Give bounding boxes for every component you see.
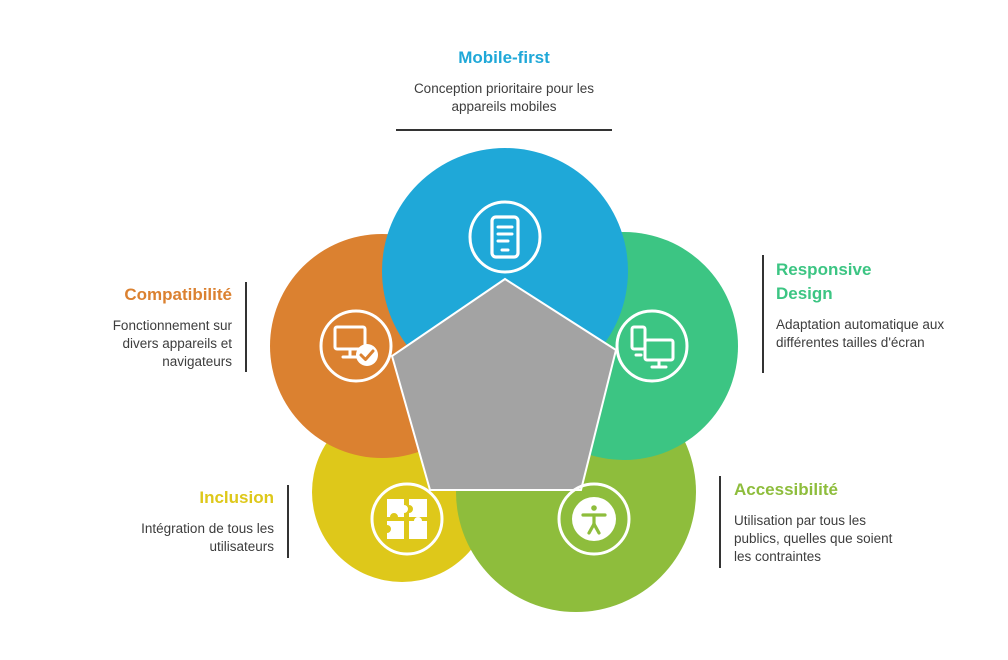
divider-compatibility <box>245 282 247 372</box>
label-mobile-first: Mobile-first Conception prioritaire pour… <box>390 46 618 116</box>
devices-icon <box>615 309 689 383</box>
puzzle-icon <box>370 482 444 556</box>
divider-accessibility <box>719 476 721 568</box>
label-compatibility: Compatibilité Fonctionnement sur divers … <box>72 283 232 371</box>
mobile-document-icon <box>468 200 542 274</box>
monitor-check-icon <box>319 309 393 383</box>
segment-description-mobile: Conception prioritaire pour les appareil… <box>413 81 595 114</box>
segment-description-inclusion: Intégration de tous les utilisateurs <box>141 521 274 554</box>
segment-title-responsive: Responsive Design <box>776 260 872 303</box>
label-inclusion: Inclusion Intégration de tous les utilis… <box>110 486 274 556</box>
segment-description-accessibility: Utilisation par tous les publics, quelle… <box>734 513 893 564</box>
segment-title-accessibility: Accessibilité <box>734 480 838 499</box>
segment-title-compatibility: Compatibilité <box>124 285 232 304</box>
label-accessibility: Accessibilité Utilisation par tous les p… <box>734 478 904 566</box>
segment-description-compatibility: Fonctionnement sur divers appareils et n… <box>112 318 232 369</box>
accessibility-person-icon <box>557 482 631 556</box>
segment-title-inclusion: Inclusion <box>199 488 274 507</box>
label-responsive-design: Responsive Design Adaptation automatique… <box>776 258 956 352</box>
segment-description-responsive: Adaptation automatique aux différentes t… <box>776 317 945 350</box>
center-pentagon <box>390 277 618 491</box>
divider-mobile <box>396 129 612 131</box>
divider-responsive <box>762 255 764 373</box>
segment-title-mobile: Mobile-first <box>458 48 550 67</box>
divider-inclusion <box>287 485 289 558</box>
